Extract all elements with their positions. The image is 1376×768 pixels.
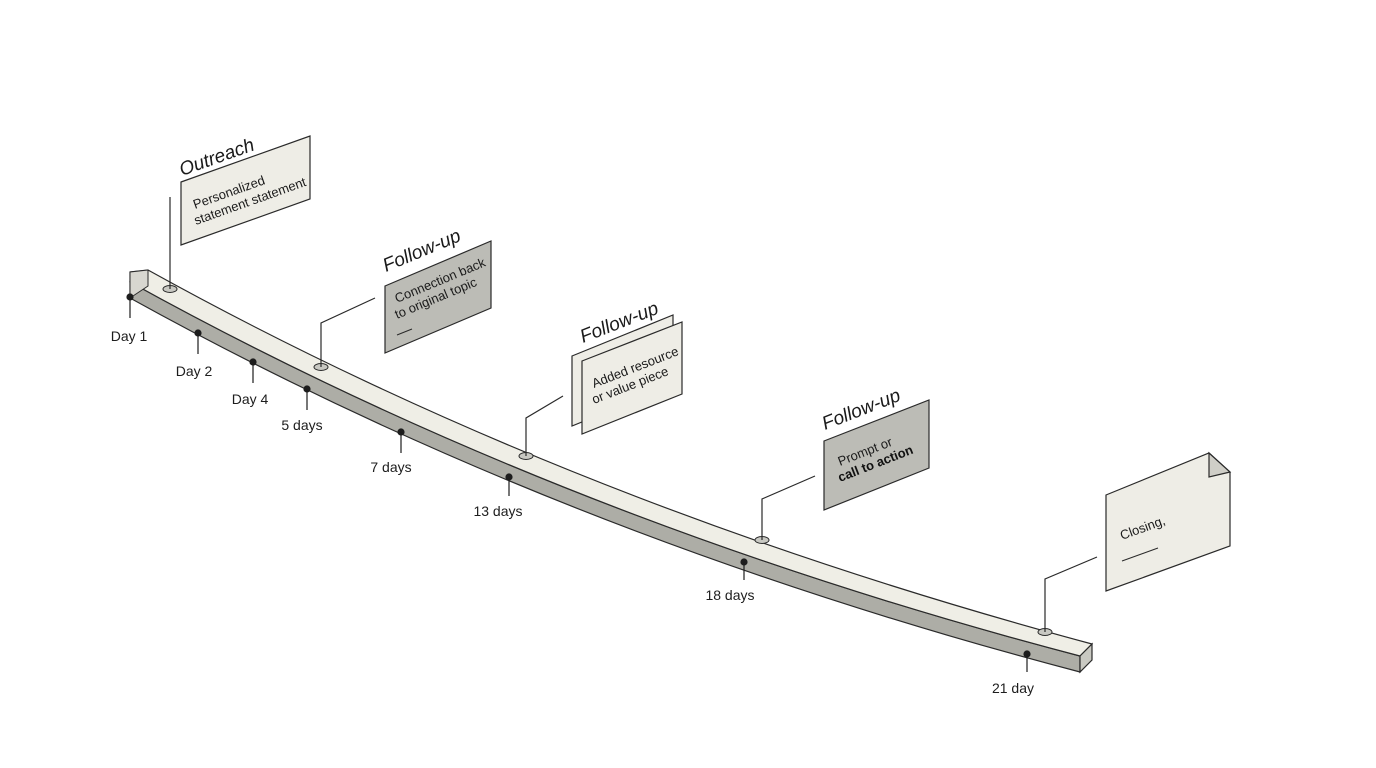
tick-label: 18 days: [705, 587, 754, 603]
card-panel: [180, 135, 311, 246]
card-outreach: Outreach Personalized statement statemen…: [162, 135, 311, 293]
card-underline: [1121, 547, 1159, 562]
connector-line: [761, 475, 816, 540]
connector-line: [525, 395, 564, 456]
connector-line: [320, 297, 376, 367]
tick-21-day: 21 day: [992, 650, 1034, 696]
tick-label: Day 1: [111, 328, 148, 344]
card-follow-up-3: Follow-up Prompt or call to action: [754, 385, 930, 544]
card-panel: [823, 399, 930, 511]
card-panel: [384, 240, 492, 354]
card-follow-up-2: Follow-up Added resource or value piece: [518, 298, 683, 460]
tick-day-4: Day 4: [232, 358, 269, 407]
card-panel: [581, 321, 683, 435]
tick-18-days: 18 days: [705, 558, 755, 603]
tick-label: 5 days: [281, 417, 322, 433]
card-closing: Closing,: [1037, 451, 1232, 636]
tick-13-days: 13 days: [473, 473, 523, 519]
beam-end-face: [1079, 642, 1093, 674]
beam-start-face: [129, 269, 149, 299]
tick-marks: Day 1 Day 2 Day 4 5 days 7 days 13 days: [111, 293, 1034, 696]
tick-5-days: 5 days: [281, 385, 323, 433]
card-follow-up-1: Follow-up Connection back to original to…: [313, 226, 492, 371]
tick-label: 21 day: [992, 680, 1034, 696]
connector-line: [1044, 556, 1098, 632]
page-fold: [1208, 451, 1232, 478]
card-underline: [396, 328, 413, 336]
tick-day-2: Day 2: [176, 329, 213, 379]
tick-label: Day 2: [176, 363, 213, 379]
tick-label: 7 days: [370, 459, 411, 475]
tick-label: 13 days: [473, 503, 522, 519]
tick-label: Day 4: [232, 391, 269, 407]
tick-day-1: Day 1: [111, 293, 148, 344]
card-panel: [1105, 452, 1231, 592]
tick-7-days: 7 days: [370, 428, 412, 475]
